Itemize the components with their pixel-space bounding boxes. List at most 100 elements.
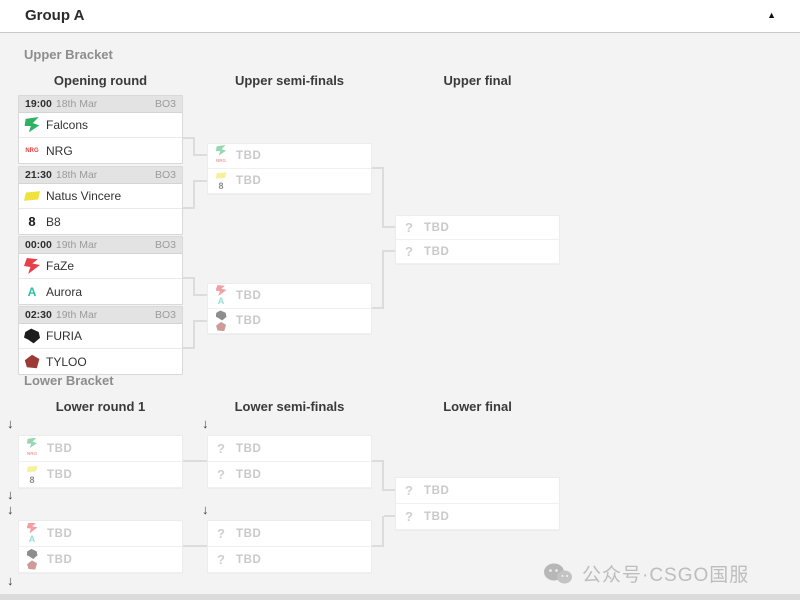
tyloo-logo-icon bbox=[216, 321, 227, 332]
team-name: Aurora bbox=[46, 284, 83, 299]
column-header-opening-round: Opening round bbox=[53, 73, 148, 88]
tbd-slot: ? TBD bbox=[396, 504, 559, 530]
match-time: 19:00 bbox=[25, 98, 52, 110]
possible-teams-icons: 8 bbox=[24, 464, 40, 486]
team-row-furia[interactable]: FURIA bbox=[19, 324, 182, 349]
tbd-label: TBD bbox=[424, 510, 450, 523]
tbd-label: TBD bbox=[236, 290, 262, 302]
match-card-opening-1: 19:00 18th Mar BO3 Falcons NRG NRG bbox=[18, 95, 183, 164]
match-header: 19:00 18th Mar BO3 bbox=[19, 96, 182, 113]
tbd-slot: ? TBD bbox=[208, 547, 371, 573]
possible-teams-icons: A bbox=[24, 522, 40, 545]
bracket-connector bbox=[183, 277, 195, 279]
tbd-label: TBD bbox=[236, 442, 262, 455]
match-card-lower-round1-2: A TBD TBD bbox=[18, 520, 183, 574]
column-header-lower-final: Lower final bbox=[443, 399, 512, 414]
match-format: BO3 bbox=[154, 98, 176, 110]
wechat-icon bbox=[544, 563, 572, 583]
group-header: Group A ▲ bbox=[0, 0, 800, 33]
match-card-lower-semi-1: ? TBD ? TBD bbox=[207, 435, 372, 489]
b8-logo-icon: 8 bbox=[29, 474, 35, 485]
tbd-slot: 8 TBD bbox=[19, 462, 182, 488]
falcons-logo-icon bbox=[26, 437, 38, 449]
tbd-slot: A TBD bbox=[19, 521, 182, 547]
aurora-logo-icon: A bbox=[217, 296, 225, 306]
match-card-lower-round1-1: NRG TBD 8 TBD bbox=[18, 435, 183, 489]
team-row-navi[interactable]: Natus Vincere bbox=[19, 184, 182, 209]
nrg-logo-icon: NRG bbox=[216, 158, 226, 164]
match-card-upper-semi-2: A TBD TBD bbox=[207, 283, 372, 335]
match-card-lower-final: ? TBD ? TBD bbox=[395, 477, 560, 531]
upper-bracket-title: Upper Bracket bbox=[24, 47, 113, 62]
match-date: 19th Mar bbox=[55, 309, 98, 321]
drop-arrow-icon: ↓ bbox=[7, 487, 14, 502]
column-header-lower-round-1: Lower round 1 bbox=[55, 399, 146, 414]
possible-teams-icons: NRG bbox=[24, 437, 40, 460]
team-row-b8[interactable]: 8 B8 bbox=[19, 209, 182, 234]
bracket-connector bbox=[195, 320, 207, 322]
b8-logo-icon: 8 bbox=[218, 181, 224, 191]
possible-teams-icons: 8 bbox=[213, 170, 229, 192]
column-header-upper-final: Upper final bbox=[443, 73, 512, 88]
tbd-slot: A TBD bbox=[208, 284, 371, 309]
tbd-label: TBD bbox=[47, 553, 73, 566]
bracket-connector bbox=[193, 277, 195, 296]
drop-arrow-icon: ↓ bbox=[202, 502, 209, 517]
drop-arrow-icon: ↓ bbox=[202, 416, 209, 431]
furia-logo-icon bbox=[215, 310, 227, 321]
bracket-connector bbox=[193, 320, 195, 349]
match-header: 21:30 18th Mar BO3 bbox=[19, 167, 182, 184]
bracket-connector bbox=[183, 347, 195, 349]
match-date: 19th Mar bbox=[55, 239, 98, 251]
tbd-slot: 8 TBD bbox=[208, 169, 371, 194]
team-row-faze[interactable]: FaZe bbox=[19, 254, 182, 279]
match-card-upper-final: ? TBD ? TBD bbox=[395, 215, 560, 265]
falcons-logo-icon bbox=[215, 145, 227, 156]
tbd-slot: ? TBD bbox=[396, 240, 559, 264]
bracket-connector bbox=[372, 307, 384, 309]
match-time: 00:00 bbox=[25, 239, 52, 251]
possible-teams-icons: NRG bbox=[213, 145, 229, 167]
collapse-toggle-button[interactable]: ▲ bbox=[763, 8, 780, 22]
match-header: 02:30 19th Mar BO3 bbox=[19, 307, 182, 324]
furia-logo-icon bbox=[26, 548, 38, 560]
lower-bracket-title: Lower Bracket bbox=[24, 373, 114, 388]
column-header-upper-semi-finals: Upper semi-finals bbox=[234, 73, 345, 88]
bottom-edge bbox=[0, 594, 800, 600]
question-icon: ? bbox=[405, 509, 413, 524]
bracket-connector bbox=[372, 460, 384, 462]
falcons-logo-icon bbox=[24, 117, 40, 133]
bracket-connector bbox=[183, 460, 207, 462]
nrg-logo-icon: NRG bbox=[27, 450, 37, 456]
tbd-slot: ? TBD bbox=[396, 478, 559, 504]
bracket-connector bbox=[193, 137, 195, 156]
bracket-connector bbox=[384, 226, 395, 228]
bracket-connector bbox=[183, 207, 195, 209]
tbd-slot: NRG TBD bbox=[19, 436, 182, 462]
team-row-nrg[interactable]: NRG NRG bbox=[19, 138, 182, 163]
bracket-connector bbox=[195, 154, 207, 156]
bracket-connector bbox=[382, 167, 384, 228]
tbd-label: TBD bbox=[236, 150, 262, 162]
aurora-logo-icon: A bbox=[27, 284, 37, 299]
tbd-label: TBD bbox=[236, 527, 262, 540]
tbd-slot: TBD bbox=[208, 309, 371, 334]
bracket-connector bbox=[195, 180, 207, 182]
bracket-connector bbox=[384, 250, 395, 252]
team-row-tyloo[interactable]: TYLOO bbox=[19, 349, 182, 374]
group-title: Group A bbox=[25, 7, 85, 24]
team-name: TYLOO bbox=[46, 354, 87, 369]
possible-teams-icons bbox=[213, 310, 229, 332]
tyloo-logo-icon bbox=[27, 560, 38, 570]
watermark: 公众号·CSGO国服 bbox=[543, 560, 749, 587]
natus-vincere-logo-icon bbox=[215, 172, 227, 179]
question-icon: ? bbox=[405, 220, 413, 235]
team-row-aurora[interactable]: A Aurora bbox=[19, 279, 182, 304]
team-row-falcons[interactable]: Falcons bbox=[19, 113, 182, 138]
tbd-label: TBD bbox=[236, 175, 262, 187]
match-card-opening-2: 21:30 18th Mar BO3 Natus Vincere 8 B8 bbox=[18, 166, 183, 235]
team-name: NRG bbox=[46, 143, 73, 158]
bracket-connector bbox=[193, 180, 195, 209]
question-icon: ? bbox=[405, 244, 413, 259]
